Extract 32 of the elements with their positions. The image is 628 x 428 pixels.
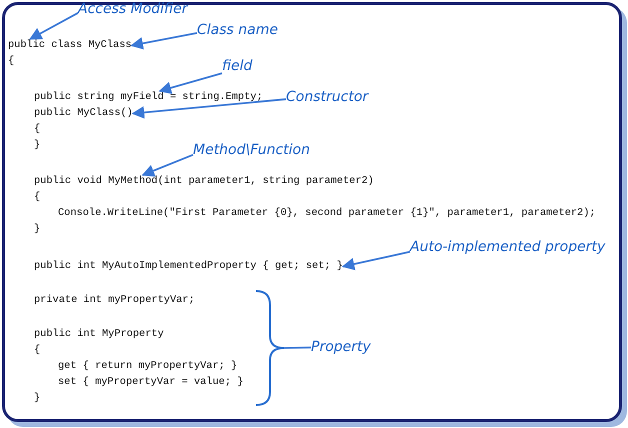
code-line: private int myPropertyVar; [34,294,195,307]
annotation-label: Class name [197,22,278,39]
code-line: public class MyClass [8,39,132,52]
code-line: public int MyProperty [34,328,164,341]
code-line: { [34,191,40,204]
code-line: Console.WriteLine("First Parameter {0}, second parameter {1}", parameter1, parameter2); [58,207,596,220]
annotation-label: Property [311,339,371,356]
code-line: public void MyMethod(int parameter1, string parameter2) [34,175,374,188]
code-line: public MyClass() [34,107,133,120]
code-line: } [34,139,40,152]
leader-line [29,12,78,40]
code-line: { [8,55,14,68]
annotation-label: Auto-implemented property [410,239,606,256]
code-line: { [34,123,40,136]
annotation-label: Constructor [286,89,368,106]
curly-bracket [256,290,285,406]
leader-line [130,32,198,50]
leader-line [142,154,194,177]
code-line: get { return myPropertyVar; } [58,360,238,373]
code-line: { [34,344,40,357]
code-line: } [34,223,40,236]
code-line: public string myField = string.Empty; [34,91,263,104]
code-line: set { myPropertyVar = value; } [58,376,244,389]
annotation-label: Access Modifier [78,1,188,18]
leader-line [158,72,222,94]
leader-line [284,346,312,349]
code-line: } [34,392,40,405]
annotation-label: Method\Function [193,142,310,159]
leader-line [342,250,410,270]
code-line: public int MyAutoImplementedProperty { get; set; } [34,260,343,273]
leader-line [132,98,286,119]
annotation-label: field [222,58,252,75]
